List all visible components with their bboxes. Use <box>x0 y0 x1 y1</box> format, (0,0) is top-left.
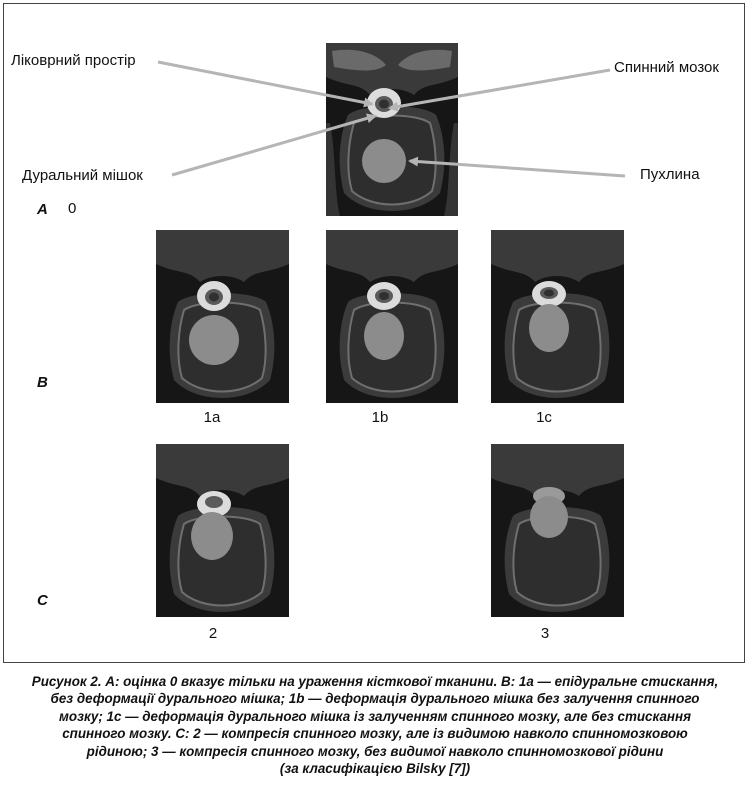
caption-line: без деформації дурального мішка; 1b — де… <box>50 691 700 707</box>
caption-line: (за класифікацією Bilsky [7]) <box>279 761 471 777</box>
label-csf-space: Ліковрний простір <box>11 52 136 69</box>
tumor-mark <box>191 512 233 560</box>
mri-panel-1b <box>326 230 458 403</box>
tumor-mark <box>530 496 568 538</box>
tumor-mark <box>189 315 239 365</box>
figure-caption: Рисунок 2. А: оцінка 0 вказує тільки на … <box>8 673 742 777</box>
row-letter-a: A <box>37 201 48 218</box>
label-spinal-cord: Спинний мозок <box>614 59 719 76</box>
label-tumor: Пухлина <box>640 166 700 183</box>
tumor-mark <box>364 312 404 360</box>
grade-label-1b: 1b <box>371 409 389 426</box>
caption-line: Рисунок 2. А: оцінка 0 вказує тільки на … <box>31 674 719 689</box>
mri-panel-0 <box>326 43 458 216</box>
mri-panel-1c <box>491 230 624 403</box>
grade-label-2: 2 <box>208 625 218 642</box>
figure-frame <box>3 3 745 663</box>
label-dural-sac: Дуральний мішок <box>22 167 143 184</box>
grade-label-3: 3 <box>540 625 550 642</box>
tumor-mark <box>529 304 569 352</box>
caption-line: рідиною; 3 — компресія спинного мозку, б… <box>86 743 664 759</box>
grade-label-1c: 1c <box>536 409 552 426</box>
row-letter-b: B <box>37 374 48 391</box>
grade-label-1a: 1a <box>203 409 221 426</box>
grade-label-0: 0 <box>68 200 77 217</box>
caption-line: мозку; 1с — деформація дурального мішка … <box>59 708 691 724</box>
caption-line: спинного мозку. C: 2 — компресія спинног… <box>62 726 688 742</box>
mri-panel-2 <box>156 444 289 617</box>
mri-panel-1a <box>156 230 289 403</box>
mri-panel-3 <box>491 444 624 617</box>
tumor-mark <box>362 139 406 183</box>
row-letter-c: C <box>37 592 48 609</box>
